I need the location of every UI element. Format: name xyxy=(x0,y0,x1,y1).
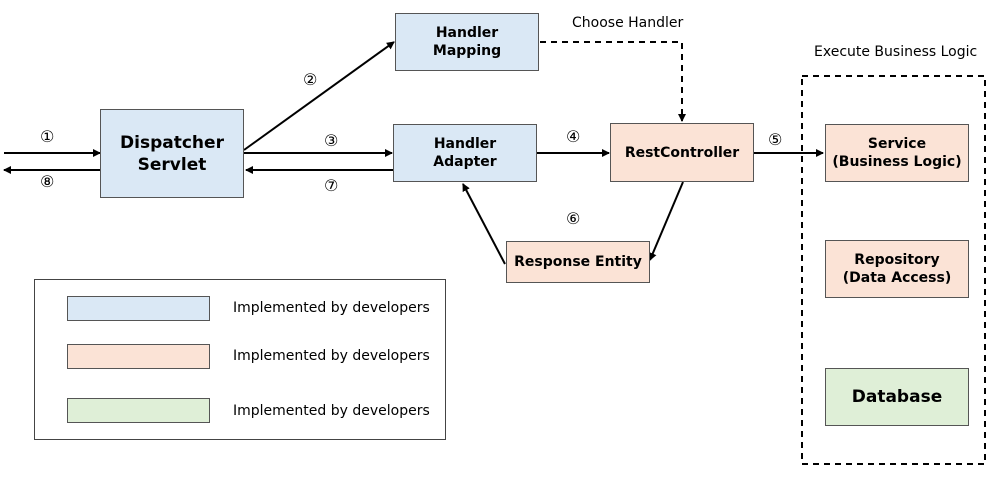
service-box: Service (Business Logic) xyxy=(825,124,969,182)
legend-swatch-blue xyxy=(67,296,210,321)
step-4-label: ④ xyxy=(566,127,581,146)
step-5-label: ⑤ xyxy=(768,130,783,149)
legend-text-3: Implemented by developers xyxy=(233,403,430,419)
legend-swatch-peach xyxy=(67,344,210,369)
legend-text-2: Implemented by developers xyxy=(233,348,430,364)
service-label: Service (Business Logic) xyxy=(832,136,962,170)
handler-mapping-label: Handler Mapping xyxy=(432,25,502,59)
handler-adapter-label: Handler Adapter xyxy=(433,136,497,170)
legend-text-1: Implemented by developers xyxy=(233,300,430,316)
step-6-label: ⑥ xyxy=(566,209,581,228)
rest-controller-label: RestController xyxy=(624,144,740,161)
legend-frame xyxy=(34,279,446,440)
choose-handler-label: Choose Handler xyxy=(572,15,684,31)
arrow-choose-handler xyxy=(540,41,686,122)
database-label: Database xyxy=(851,387,943,407)
repository-box: Repository (Data Access) xyxy=(825,240,969,298)
dispatcher-servlet-label: Dispatcher Servlet xyxy=(120,132,224,175)
repository-label: Repository (Data Access) xyxy=(842,252,952,286)
step-2-label: ② xyxy=(303,70,318,89)
dispatcher-servlet-box: Dispatcher Servlet xyxy=(100,109,244,198)
response-entity-label: Response Entity xyxy=(514,254,642,270)
handler-mapping-box: Handler Mapping xyxy=(395,13,539,71)
arrow-step-6 xyxy=(462,183,506,265)
arrow-controller-to-response xyxy=(649,181,684,261)
step-1-label: ① xyxy=(40,127,55,146)
response-entity-box: Response Entity xyxy=(506,241,650,283)
step-8-label: ⑧ xyxy=(40,172,55,191)
step-3-label: ③ xyxy=(324,131,339,150)
execute-business-logic-label: Execute Business Logic xyxy=(814,44,978,60)
database-box: Database xyxy=(825,368,969,426)
arrow-step-2 xyxy=(243,41,395,151)
step-7-label: ⑦ xyxy=(324,176,339,195)
legend-swatch-green xyxy=(67,398,210,423)
rest-controller-box: RestController xyxy=(610,123,754,182)
business-logic-frame xyxy=(801,75,986,465)
handler-adapter-box: Handler Adapter xyxy=(393,124,537,182)
